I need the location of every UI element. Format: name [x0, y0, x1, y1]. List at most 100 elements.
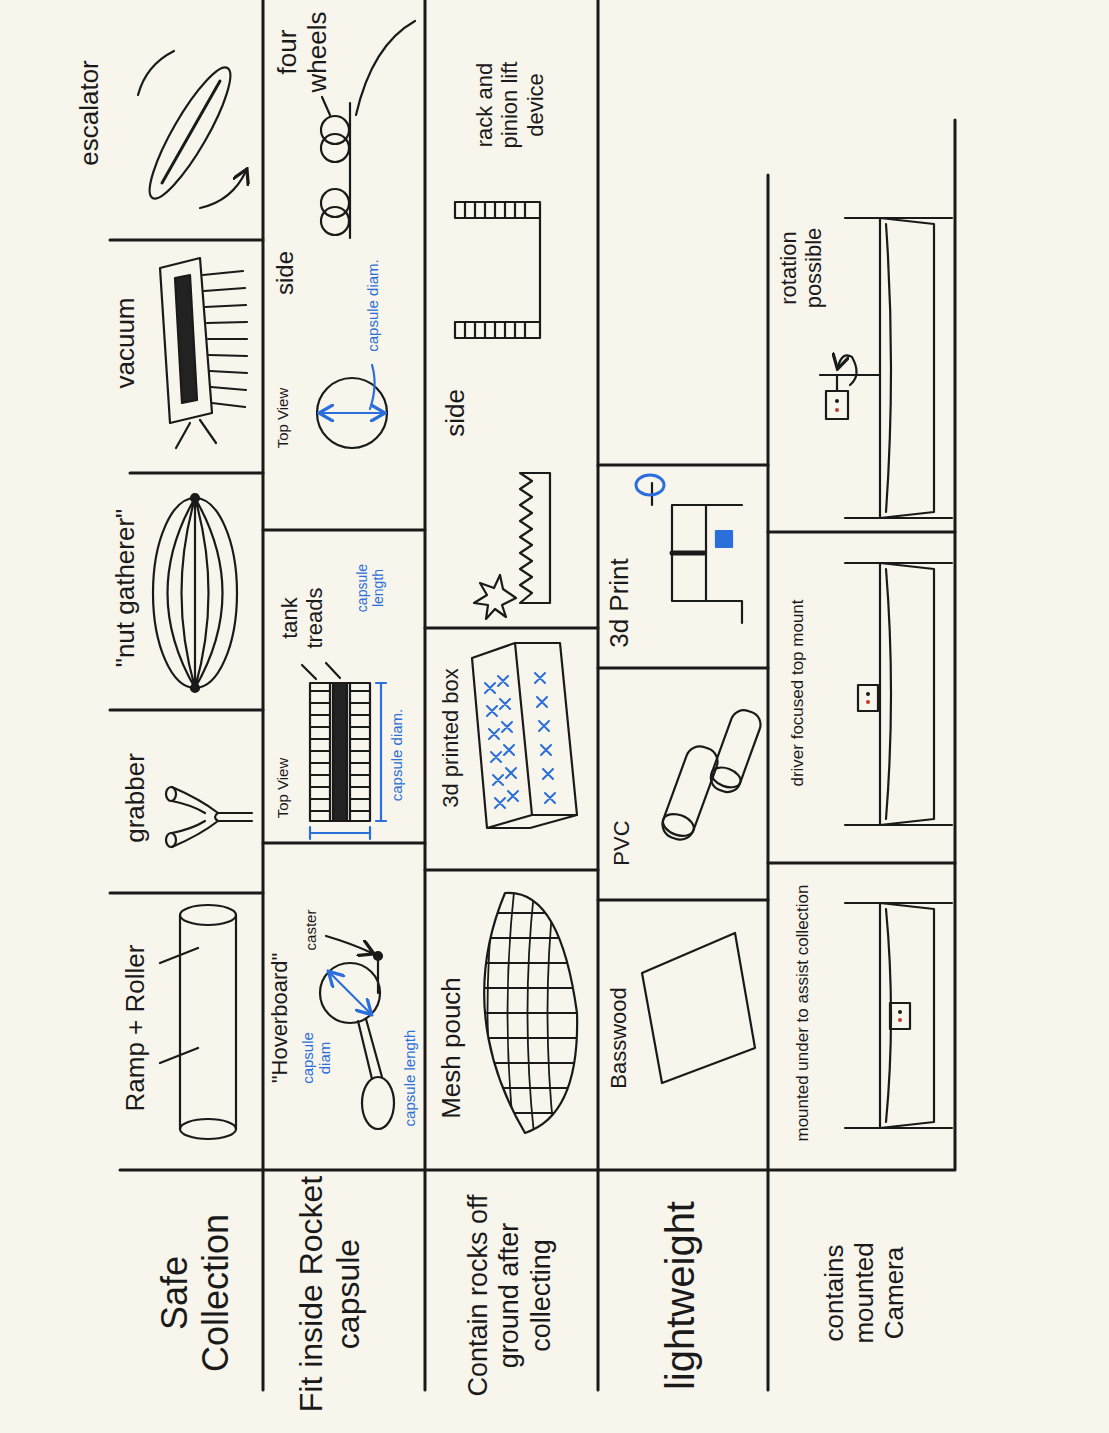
- tank-tread-sketch-part: [310, 683, 370, 821]
- hoverboard-sketch-part: [326, 936, 372, 953]
- option-label: Mesh pouch: [436, 963, 468, 1133]
- pvc-pipe-sketch: [659, 707, 765, 844]
- criterion-label: lightweight: [640, 1178, 720, 1413]
- hoverboard-sketch-part: [358, 1019, 382, 1079]
- option-label: tank treads: [272, 573, 332, 663]
- wheels-side-sketch-part: [321, 134, 349, 162]
- grabber-sketch-part: [172, 801, 205, 833]
- option-label: 3d printed box: [436, 638, 466, 838]
- hoverboard-sketch: [320, 936, 394, 1129]
- pvc-pipe-sketch-part-part: [707, 707, 764, 796]
- mesh-pouch-sketch-part-part: [488, 883, 556, 1143]
- grabber-sketch: [166, 787, 252, 847]
- print-bracket-sketch-part: [636, 475, 664, 495]
- camera-mount-sketch-part: [845, 903, 952, 1128]
- vacuum-sketch-part: [203, 271, 247, 407]
- camera-mount-sketch-part: [845, 563, 952, 825]
- rack-gear-sketch-part: [474, 575, 516, 619]
- chart-grid-part: [263, 530, 425, 843]
- criterion-label: Fit inside Rocket capsule: [275, 1175, 385, 1413]
- lift-device-sketch-part: [465, 202, 525, 338]
- lift-device-sketch-part: [455, 202, 540, 218]
- tank-tread-sketch-part: [330, 683, 350, 821]
- camera-mount-sketch-part: [898, 1010, 902, 1014]
- option-label: vacuum: [108, 253, 144, 433]
- camera-mount-sketch: [820, 218, 952, 1128]
- chart-grid-part: [425, 628, 598, 870]
- camera-mount-sketch-part: [858, 685, 878, 711]
- mesh-pouch-sketch-part: [450, 883, 590, 1143]
- tank-tread-sketch-part: [333, 683, 347, 821]
- option-label: escalator: [72, 23, 108, 203]
- hoverboard-sketch-part: [374, 952, 382, 960]
- option-label: "nut gatherer": [108, 483, 144, 693]
- print-bracket-sketch: [636, 475, 742, 623]
- nut-gatherer-sketch: [153, 494, 237, 692]
- camera-mount-sketch-part: [866, 692, 870, 696]
- nut-gatherer-sketch-part: [191, 684, 199, 692]
- dimension-note: capsule diam: [296, 1023, 336, 1093]
- view-note: side: [440, 383, 472, 443]
- escalator-sketch-part: [200, 171, 246, 208]
- option-label: grabber: [118, 723, 154, 873]
- printed-box-sketch-part: [472, 643, 577, 828]
- rack-gear-sketch: [474, 473, 550, 619]
- capsule-circle-sketch-part: [317, 378, 387, 448]
- grabber-sketch-part: [172, 787, 252, 847]
- camera-mount-sketch-part: [835, 408, 839, 412]
- lift-device-sketch-part: [539, 218, 541, 322]
- printed-box-sketch: [472, 643, 577, 828]
- criterion-label: Contain rocks off ground after collectin…: [430, 1173, 590, 1418]
- hoverboard-sketch-part: [362, 1077, 394, 1129]
- vacuum-sketch-part: [176, 420, 216, 448]
- chart-grid: [110, 0, 955, 1390]
- wheels-side-sketch-part: [356, 21, 415, 115]
- print-bracket-sketch-part: [716, 531, 732, 547]
- criterion-label: Safe Collection: [140, 1183, 250, 1403]
- vacuum-sketch-part: [175, 275, 197, 403]
- nut-gatherer-sketch-part: [153, 498, 237, 688]
- basswood-sheet-sketch: [642, 933, 755, 1083]
- escalator-sketch-part: [138, 51, 174, 95]
- pvc-pipe-sketch-part-part: [659, 742, 722, 843]
- tank-tread-sketch-part: [376, 683, 386, 821]
- lift-device-sketch-part: [455, 322, 540, 338]
- ramp-roller-sketch-part: [180, 1119, 236, 1139]
- pvc-pipe-sketch-part: [659, 742, 722, 843]
- chart-grid-part: [598, 465, 768, 900]
- mesh-pouch-sketch: [450, 883, 590, 1143]
- grabber-sketch-part: [166, 787, 176, 801]
- camera-mount-sketch-part: [845, 218, 952, 518]
- vacuum-sketch-part: [160, 258, 212, 423]
- dimension-note: capsule diam.: [387, 695, 407, 815]
- camera-mount-sketch-part: [835, 399, 839, 403]
- escalator-sketch-part: [138, 60, 242, 207]
- option-label: Ramp + Roller: [118, 908, 154, 1148]
- rack-gear-sketch-part: [520, 473, 550, 603]
- wheels-side-sketch-part: [321, 207, 349, 235]
- wheels-side-sketch-part: [321, 116, 349, 144]
- chart-grid-part: [120, 0, 955, 1390]
- tank-tread-sketch-part: [350, 691, 370, 811]
- sketch-lines: [138, 21, 952, 1143]
- option-label: 3d Print: [605, 548, 635, 658]
- option-label: "Hoverboard": [266, 903, 294, 1133]
- dimension-note: capsule length: [400, 1023, 420, 1133]
- grabber-sketch-part: [166, 833, 176, 847]
- option-label: rack and pinion lift device: [440, 55, 580, 155]
- ramp-roller-sketch-part: [160, 915, 236, 1129]
- pvc-pipe-sketch-part-part: [660, 810, 697, 840]
- capsule-circle-sketch: [317, 365, 387, 448]
- print-bracket-sketch-part: [652, 483, 742, 623]
- option-label: PVC: [608, 813, 636, 873]
- option-label: rotation possible: [772, 198, 830, 338]
- option-label: mounted under to assist collection: [775, 883, 830, 1143]
- criterion-label: contains mounted Camera: [790, 1213, 940, 1373]
- option-label: Basswood: [605, 973, 633, 1103]
- view-note: Top View: [272, 373, 294, 463]
- camera-mount-sketch-part: [898, 1018, 902, 1022]
- vacuum-sketch: [160, 258, 247, 448]
- escalator-sketch-part: [162, 81, 220, 183]
- pvc-pipe-sketch-part: [707, 707, 764, 796]
- pvc-pipe-sketch-part-part: [709, 764, 743, 791]
